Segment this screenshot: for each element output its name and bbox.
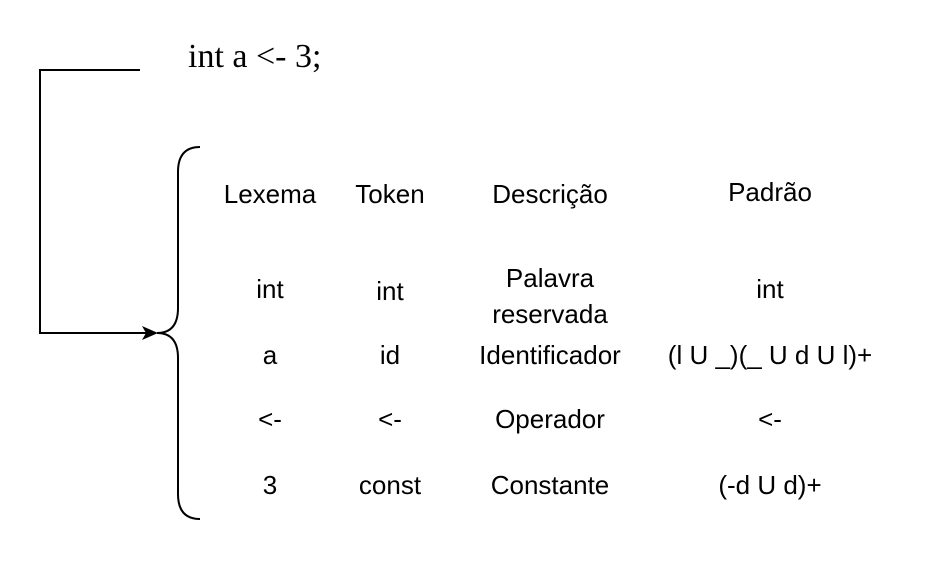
row-1-token: int [376, 276, 404, 306]
row-1-padrao: int [756, 274, 784, 304]
curly-brace [156, 146, 201, 520]
row-3-lexema: <- [258, 404, 282, 434]
row-1-descricao-line-2: reservada [492, 299, 608, 329]
row-3-descricao: Operador [495, 404, 605, 434]
row-2-token: id [379, 340, 401, 370]
header-padrao: Padrão [728, 177, 812, 207]
row-1-lexema: int [256, 274, 284, 304]
row-2-padrao: (l U _)(_ U d U l)+ [667, 340, 873, 370]
row-4-descricao: Constante [490, 470, 610, 500]
code-line: int a <- 3; [188, 38, 322, 75]
arrow-head [142, 326, 158, 340]
connector-line [39, 69, 150, 334]
header-token: Token [355, 179, 425, 209]
row-2-lexema: a [262, 340, 278, 370]
row-1-descricao-line-1: Palavra [505, 263, 595, 293]
row-2-descricao: Identificador [479, 340, 621, 370]
header-lexema: Lexema [223, 179, 317, 209]
row-4-lexema: 3 [262, 470, 278, 500]
row-3-token: <- [378, 404, 402, 434]
row-3-padrao: <- [758, 404, 782, 434]
row-4-token: const [358, 470, 422, 500]
row-4-padrao: (-d U d)+ [718, 470, 822, 500]
header-descricao: Descrição [492, 179, 608, 209]
